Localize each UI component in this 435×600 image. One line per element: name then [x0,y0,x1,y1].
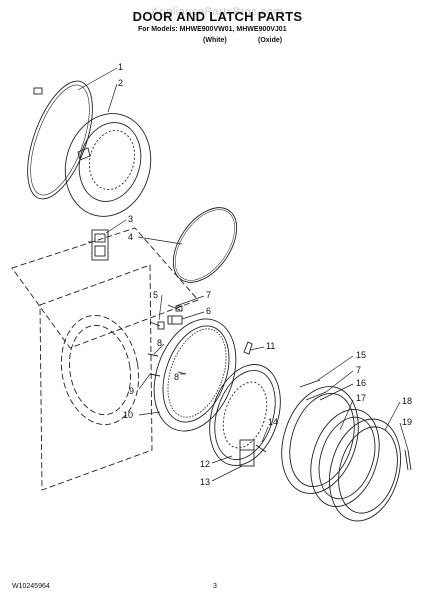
callout-7-right: 7 [356,365,361,375]
part-4-gasket [172,207,238,283]
part-6-hinge [167,315,183,325]
callout-2: 2 [118,78,123,88]
document-number: W10245964 [12,583,50,590]
part-13-handle [239,439,267,467]
cabinet-front-panel [11,227,199,491]
part-3-latch [88,229,109,261]
part-11-clip [243,341,253,355]
callout-11: 11 [266,341,275,351]
callout-19: 19 [402,417,412,427]
callout-9: 9 [129,386,134,396]
part-18-door-panel [329,418,401,522]
callout-1: 1 [118,62,123,72]
callout-12: 12 [200,459,210,469]
part-17-door-glass [310,408,380,508]
callout-10: 10 [123,410,133,420]
page-title: DOOR AND LATCH PARTS [132,9,303,24]
part-5-screw [149,321,165,330]
part-2-bellows [64,113,152,217]
callout-17: 17 [356,393,366,403]
callout-18: 18 [402,396,412,406]
callout-7-top: 7 [206,290,211,300]
part-12-door-ring [209,364,281,466]
callout-15: 15 [356,350,366,360]
callout-8-inner: 8 [174,372,179,382]
callout-8-top: 8 [157,338,162,348]
model-list: For Models: MHWE900VW01, MHWE900VJ01 [138,26,287,33]
callout-14: 14 [268,417,278,427]
callout-4: 4 [128,232,133,242]
callout-3: 3 [128,214,133,224]
part-16-inner-door [281,386,359,494]
part-10-outer-door [153,318,237,432]
page-number: 3 [213,583,217,590]
callout-5: 5 [153,290,158,300]
variant-white-label: (White) [203,37,227,44]
variant-oxide-label: (Oxide) [258,37,283,44]
watermark: AppliancePartsPros.com [151,6,284,18]
part-19-pin [404,449,412,471]
part-1-seal-ring [27,80,93,200]
part-7-screw [167,304,183,312]
callout-13: 13 [200,477,210,487]
callout-16: 16 [356,378,366,388]
callout-6: 6 [206,306,211,316]
